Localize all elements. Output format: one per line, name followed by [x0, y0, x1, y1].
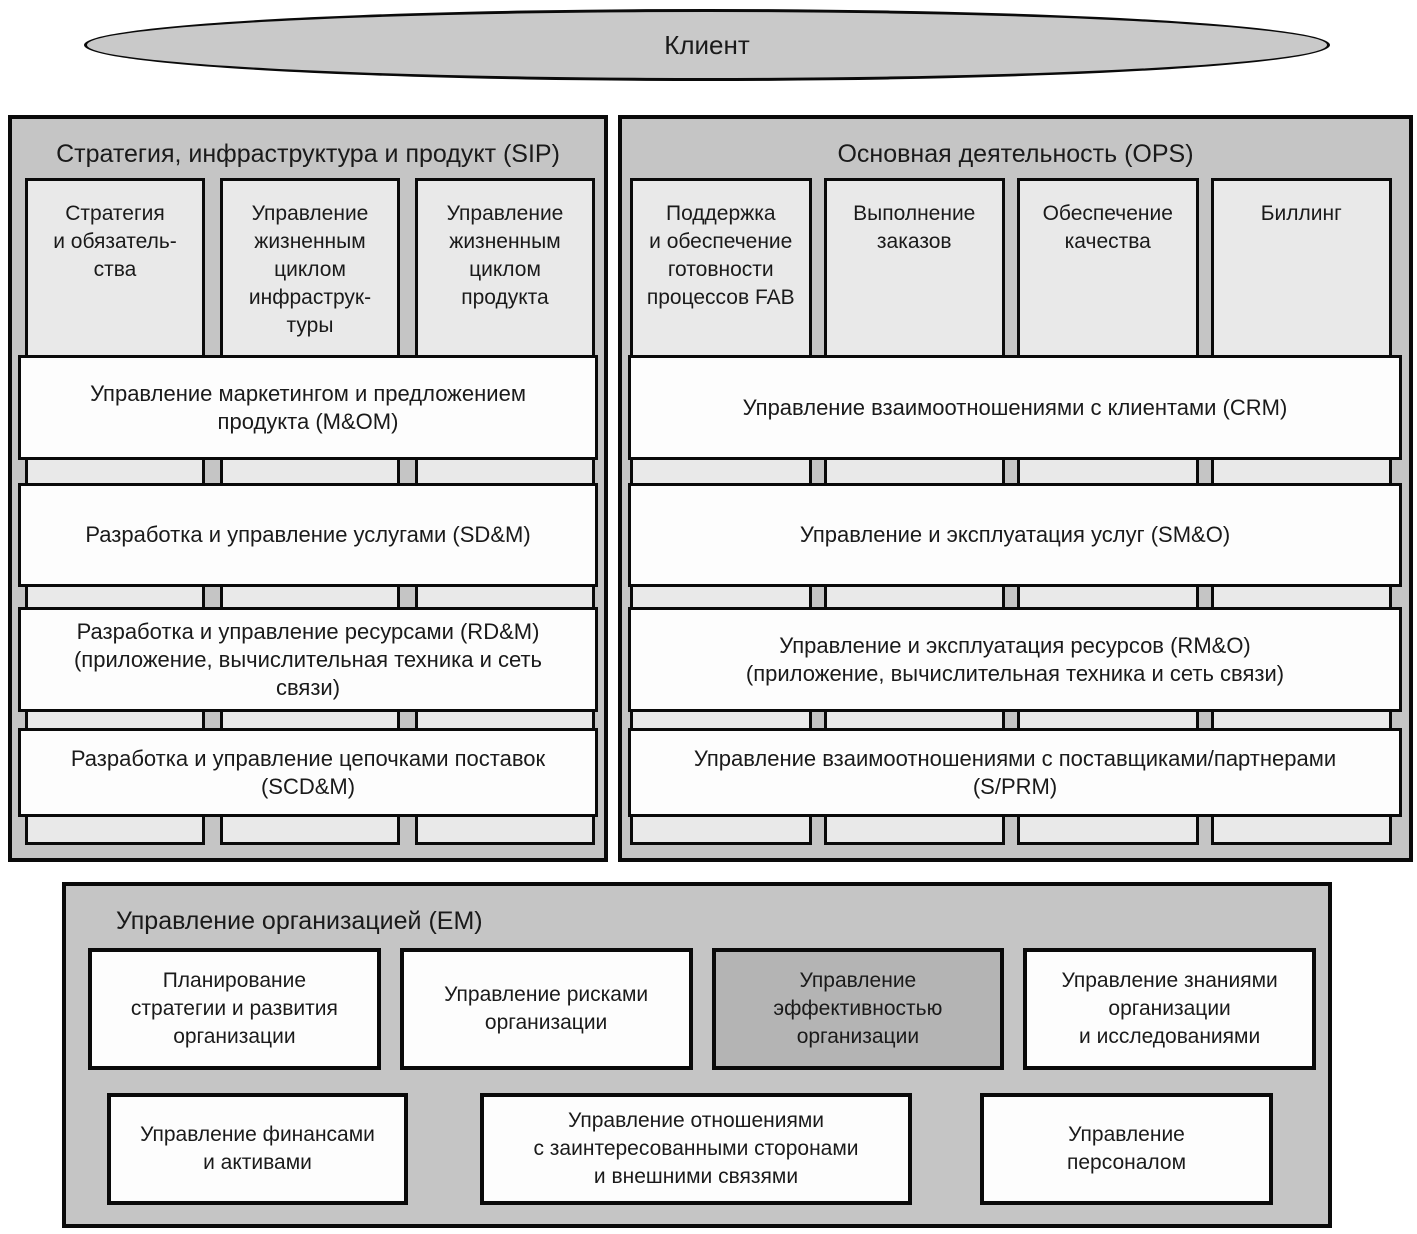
- panel-ops: Основная деятельность (OPS) Поддержка и …: [618, 115, 1413, 862]
- em-box-hr-management: Управление персоналом: [980, 1093, 1273, 1205]
- em-box-stakeholder-relations: Управление отношениями с заинтересованны…: [480, 1093, 912, 1205]
- em-title: Управление организацией (EM): [116, 907, 483, 935]
- em-box-knowledge-research: Управление знаниями организации и исслед…: [1023, 948, 1316, 1070]
- panel-em: Управление организацией (EM) Планировани…: [62, 882, 1332, 1228]
- ops-row-supplier-partner: Управление взаимоотношениями с поставщик…: [628, 728, 1402, 817]
- em-box-label: Управление отношениями с заинтересованны…: [533, 1109, 859, 1188]
- em-top-row: Планирование стратегии и развития органи…: [88, 948, 1316, 1070]
- em-box-effectiveness-management: Управление эффективностью организации: [711, 948, 1005, 1070]
- em-box-label: Управление эффективностью организации: [773, 969, 943, 1048]
- ops-row-crm: Управление взаимоотношениями с клиентами…: [628, 355, 1402, 460]
- em-box-label: Управление персоналом: [1066, 1123, 1187, 1174]
- sip-title: Стратегия, инфраструктура и продукт (SIP…: [56, 140, 560, 168]
- client-ellipse: Клиент: [84, 9, 1330, 81]
- row-label: Управление взаимоотношениями с клиентами…: [742, 394, 1288, 420]
- em-box-label: Планирование стратегии и развития органи…: [130, 969, 338, 1048]
- sip-row-service-development: Разработка и управление услугами (SD&M): [18, 483, 598, 587]
- sip-row-supply-chain: Разработка и управление цепочками постав…: [18, 728, 598, 817]
- row-label: Управление и эксплуатация услуг (SM&O): [799, 522, 1231, 547]
- em-box-strategic-planning: Планирование стратегии и развития органи…: [88, 948, 381, 1070]
- column-label: Поддержка и обеспечение готовности проце…: [646, 202, 795, 309]
- column-label: Управление жизненным циклом продукта: [446, 202, 564, 309]
- em-box-label: Управление рисками организации: [444, 983, 649, 1034]
- sip-row-marketing-offer: Управление маркетингом и предложением пр…: [18, 355, 598, 460]
- em-box-label: Управление знаниями организации и исслед…: [1061, 969, 1278, 1048]
- row-label: Управление и эксплуатация ресурсов (RM&O…: [745, 632, 1285, 686]
- em-box-finance-assets: Управление финансами и активами: [107, 1093, 408, 1205]
- ops-body: Поддержка и обеспечение готовности проце…: [622, 178, 1409, 858]
- column-label: Управление жизненным циклом инфраструк- …: [248, 202, 372, 337]
- column-label: Стратегия и обязатель- ства: [53, 202, 177, 281]
- em-box-label: Управление финансами и активами: [140, 1123, 375, 1174]
- column-label: Обеспечение качества: [1042, 202, 1173, 253]
- sip-body: Стратегия и обязатель- ства Управление ж…: [12, 178, 604, 858]
- client-label: Клиент: [664, 29, 750, 60]
- ops-rows-layer: Управление взаимоотношениями с клиентами…: [628, 355, 1402, 817]
- panel-sip: Стратегия, инфраструктура и продукт (SIP…: [8, 115, 608, 862]
- row-label: Разработка и управление услугами (SD&M): [85, 522, 531, 547]
- ops-title: Основная деятельность (OPS): [837, 140, 1194, 168]
- sip-row-resource-development: Разработка и управление ресурсами (RD&M)…: [18, 607, 598, 712]
- row-label: Управление маркетингом и предложением пр…: [90, 380, 526, 434]
- column-label: Биллинг: [1260, 202, 1342, 225]
- sip-rows-layer: Управление маркетингом и предложением пр…: [18, 355, 598, 817]
- row-label: Разработка и управление цепочками постав…: [70, 745, 546, 799]
- em-box-risk-management: Управление рисками организации: [399, 948, 693, 1070]
- ops-row-service-management: Управление и эксплуатация услуг (SM&O): [628, 483, 1402, 587]
- column-label: Выполнение заказов: [853, 202, 976, 253]
- row-label: Разработка и управление ресурсами (RD&M)…: [73, 618, 543, 700]
- ops-row-resource-management: Управление и эксплуатация ресурсов (RM&O…: [628, 607, 1402, 712]
- row-label: Управление взаимоотношениями с поставщик…: [693, 745, 1337, 799]
